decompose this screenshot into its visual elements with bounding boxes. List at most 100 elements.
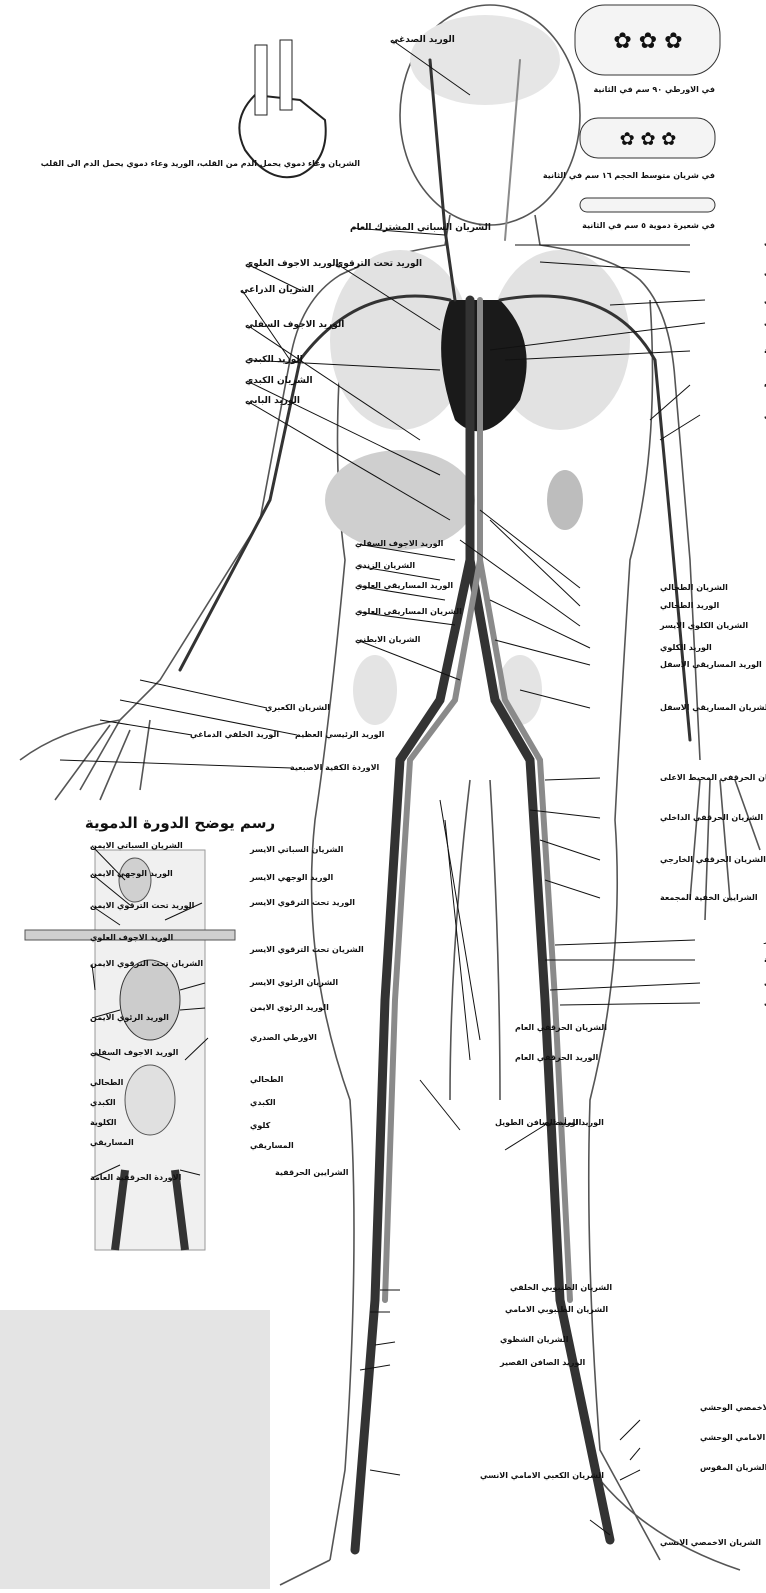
vessel-label: الوريد تحت الترقوي الايمن xyxy=(90,901,195,910)
vessel-label: الوريد الوجهي الايمن xyxy=(90,869,173,878)
leader-line xyxy=(375,1342,395,1345)
vessel-label: الوريد تحت الترقوي xyxy=(335,259,422,269)
leader-line xyxy=(440,800,480,1040)
leader-line xyxy=(360,1365,390,1370)
inset-caption: الشريان وعاء دموي يحمل الدم من القلب، ال… xyxy=(41,159,361,168)
vessel-label: الشريان الشظوي xyxy=(500,1335,569,1344)
vessel-panels: ✿ ✿ ✿ في الاورطي ٩٠ سم في الثانية ✿ ✿ ✿ … xyxy=(543,5,720,230)
vessel-label: الوريد الاجوف العلوي xyxy=(90,933,173,942)
vessel-label: الشريان المساريقي الاسفل xyxy=(660,703,766,712)
vessel-label: الشريان الذراعي xyxy=(240,285,314,295)
vessel-label: الوريد المأبضي xyxy=(545,1117,604,1127)
vessel-label: الشريان السباتي الايمن xyxy=(90,841,183,850)
leader-line xyxy=(620,1420,640,1440)
vessel-label: الشريان الاخمصي الوحشي xyxy=(700,1403,766,1412)
vessel-label: المساريقي xyxy=(250,1141,294,1150)
vessel-label: الوريد الطحالي xyxy=(660,601,719,610)
vessel-label: الاوردة الكفية الاصبعية xyxy=(290,763,380,772)
diagram-title: رسم يوضح الدورة الدموية xyxy=(85,814,275,832)
vessel-label: الشرايين الحرقفية xyxy=(275,1168,349,1177)
leader-line xyxy=(490,520,580,606)
vessel-label: الوريد تحت الترقوي الايسر xyxy=(249,898,355,907)
vessel-label: الطحالي xyxy=(250,1075,284,1084)
leader-line xyxy=(545,880,600,898)
heart xyxy=(441,300,527,431)
vessel-label: الوريد الخلفي الدماغي xyxy=(190,730,279,739)
left-hand xyxy=(20,720,150,800)
leader-line xyxy=(140,680,267,708)
leader-line xyxy=(550,983,700,990)
vessel-label: الشريان الحرقفي الداخلي xyxy=(660,813,763,822)
aorta-speed: في الاورطي ٩٠ سم في الثانية xyxy=(593,85,715,94)
aorta-right-leg xyxy=(470,560,610,1540)
vessel-label: الشريان الكلوي الايسر xyxy=(659,621,748,630)
leader-line xyxy=(420,1080,460,1130)
vessel-label: الكلوية xyxy=(90,1118,117,1127)
vessel-label: الوريد الرئيسي العظيم xyxy=(295,730,385,739)
vessel-label: الكبدي xyxy=(90,1098,116,1107)
vessel-label: الشريان الكبدي xyxy=(245,376,313,386)
vessel-label: الوريد البابي xyxy=(245,396,300,406)
inset-artery-tube xyxy=(280,40,292,110)
vessel-label: الشريان الكعبي الامامي الوحشي xyxy=(700,1433,766,1442)
vessel-label: الشريان الحرقفي العام xyxy=(515,1023,607,1032)
vessel-label: الشريان الكعبي الامامي الانسي xyxy=(480,1471,604,1480)
vessel-label: المساريقي xyxy=(90,1138,134,1147)
vessel-label: الشريان المقوس xyxy=(700,1463,766,1473)
vessel-label: الوريد الكبدي xyxy=(245,355,303,365)
vessel-label: الشريان تحت الترقوي الايسر xyxy=(249,945,364,954)
schematic-heart xyxy=(120,960,180,1040)
leader-line xyxy=(560,1003,700,1005)
inset-vein-tube xyxy=(255,45,267,115)
vessel-label: الشريان الحرقفي المحيط الاعلى xyxy=(660,773,766,782)
vessel-label: الوريد الاجوف السفلي xyxy=(355,539,444,548)
background-patch xyxy=(0,1310,270,1589)
schematic-gut xyxy=(125,1065,175,1135)
arteriole-panel xyxy=(580,198,715,212)
vessel-label: الوريد المساريقي العلوي xyxy=(355,581,453,590)
vessel-label: الشريان السباتي المشترك العام xyxy=(350,223,491,233)
leader-line xyxy=(370,1470,400,1475)
vessel-label: الوريد الاجوف السفلي xyxy=(245,320,344,330)
intestine-left xyxy=(353,655,397,725)
vessel-label: الوريد الحرقفي العام xyxy=(515,1053,599,1062)
vessel-label: كلوي xyxy=(250,1121,271,1130)
vessel-label: الطحالي xyxy=(90,1078,124,1087)
feet xyxy=(280,1480,740,1585)
vessel-label: الشريان تحت الترقوي الايمن xyxy=(90,959,203,968)
arteriole-speed: في شعيرة دموية ٥ سم في الثانية xyxy=(582,221,715,230)
vessel-label: الشرايين الخفية المجمعة xyxy=(660,893,758,902)
leader-line xyxy=(630,1448,640,1460)
vessel-label: الشريان الحرقفي الخارجي xyxy=(660,855,766,864)
vessel-label: الوريد الصدغي xyxy=(390,35,455,45)
leader-line xyxy=(620,1470,640,1480)
vessel-label: الوريد الصافن القصير xyxy=(499,1358,586,1367)
vessel-label: الوريد الرئوي الايمن xyxy=(90,1013,169,1022)
vessel-label: الشريان الزندي xyxy=(355,561,415,570)
vessel-label: الشريان الابطني xyxy=(355,635,421,644)
vessel-label: الاورطي الصدري xyxy=(250,1033,317,1042)
heart-inset: الشريان وعاء دموي يحمل الدم من القلب، ال… xyxy=(41,40,361,177)
leader-line xyxy=(545,778,600,780)
schematic-head xyxy=(119,858,151,902)
vessel-label: الشريان الطحالي xyxy=(660,583,728,592)
vessel-label: الشريان الظنبوبي الخلفي xyxy=(510,1283,612,1292)
vessel-label: الوريد الوجهي الايسر xyxy=(249,873,334,882)
medium-artery-speed: في شريان متوسط الحجم ١٦ سم في الثانية xyxy=(543,171,715,180)
vessel-label: الشريان الكعبري xyxy=(265,703,330,712)
leader-line xyxy=(555,940,695,945)
vessel-label: الوريد المساريقي الاسفل xyxy=(660,660,762,669)
kidney xyxy=(547,470,583,530)
vessel-label: الوريد الكلوي xyxy=(660,643,712,652)
vessel-label: الشريان الظنبوبي الامامي xyxy=(505,1305,608,1314)
vessel-label: الوريد الاجوف العلوي xyxy=(245,259,339,269)
vessel-label: الوريد الرئوي الايمن xyxy=(250,1003,329,1012)
cells-icon: ✿ ✿ ✿ xyxy=(620,129,677,150)
liver xyxy=(325,450,475,550)
leader-line xyxy=(445,820,470,1060)
leader-line xyxy=(490,600,590,648)
leader-line xyxy=(650,385,690,420)
vessel-label: الوريد الاجوف السفلي xyxy=(90,1048,179,1057)
